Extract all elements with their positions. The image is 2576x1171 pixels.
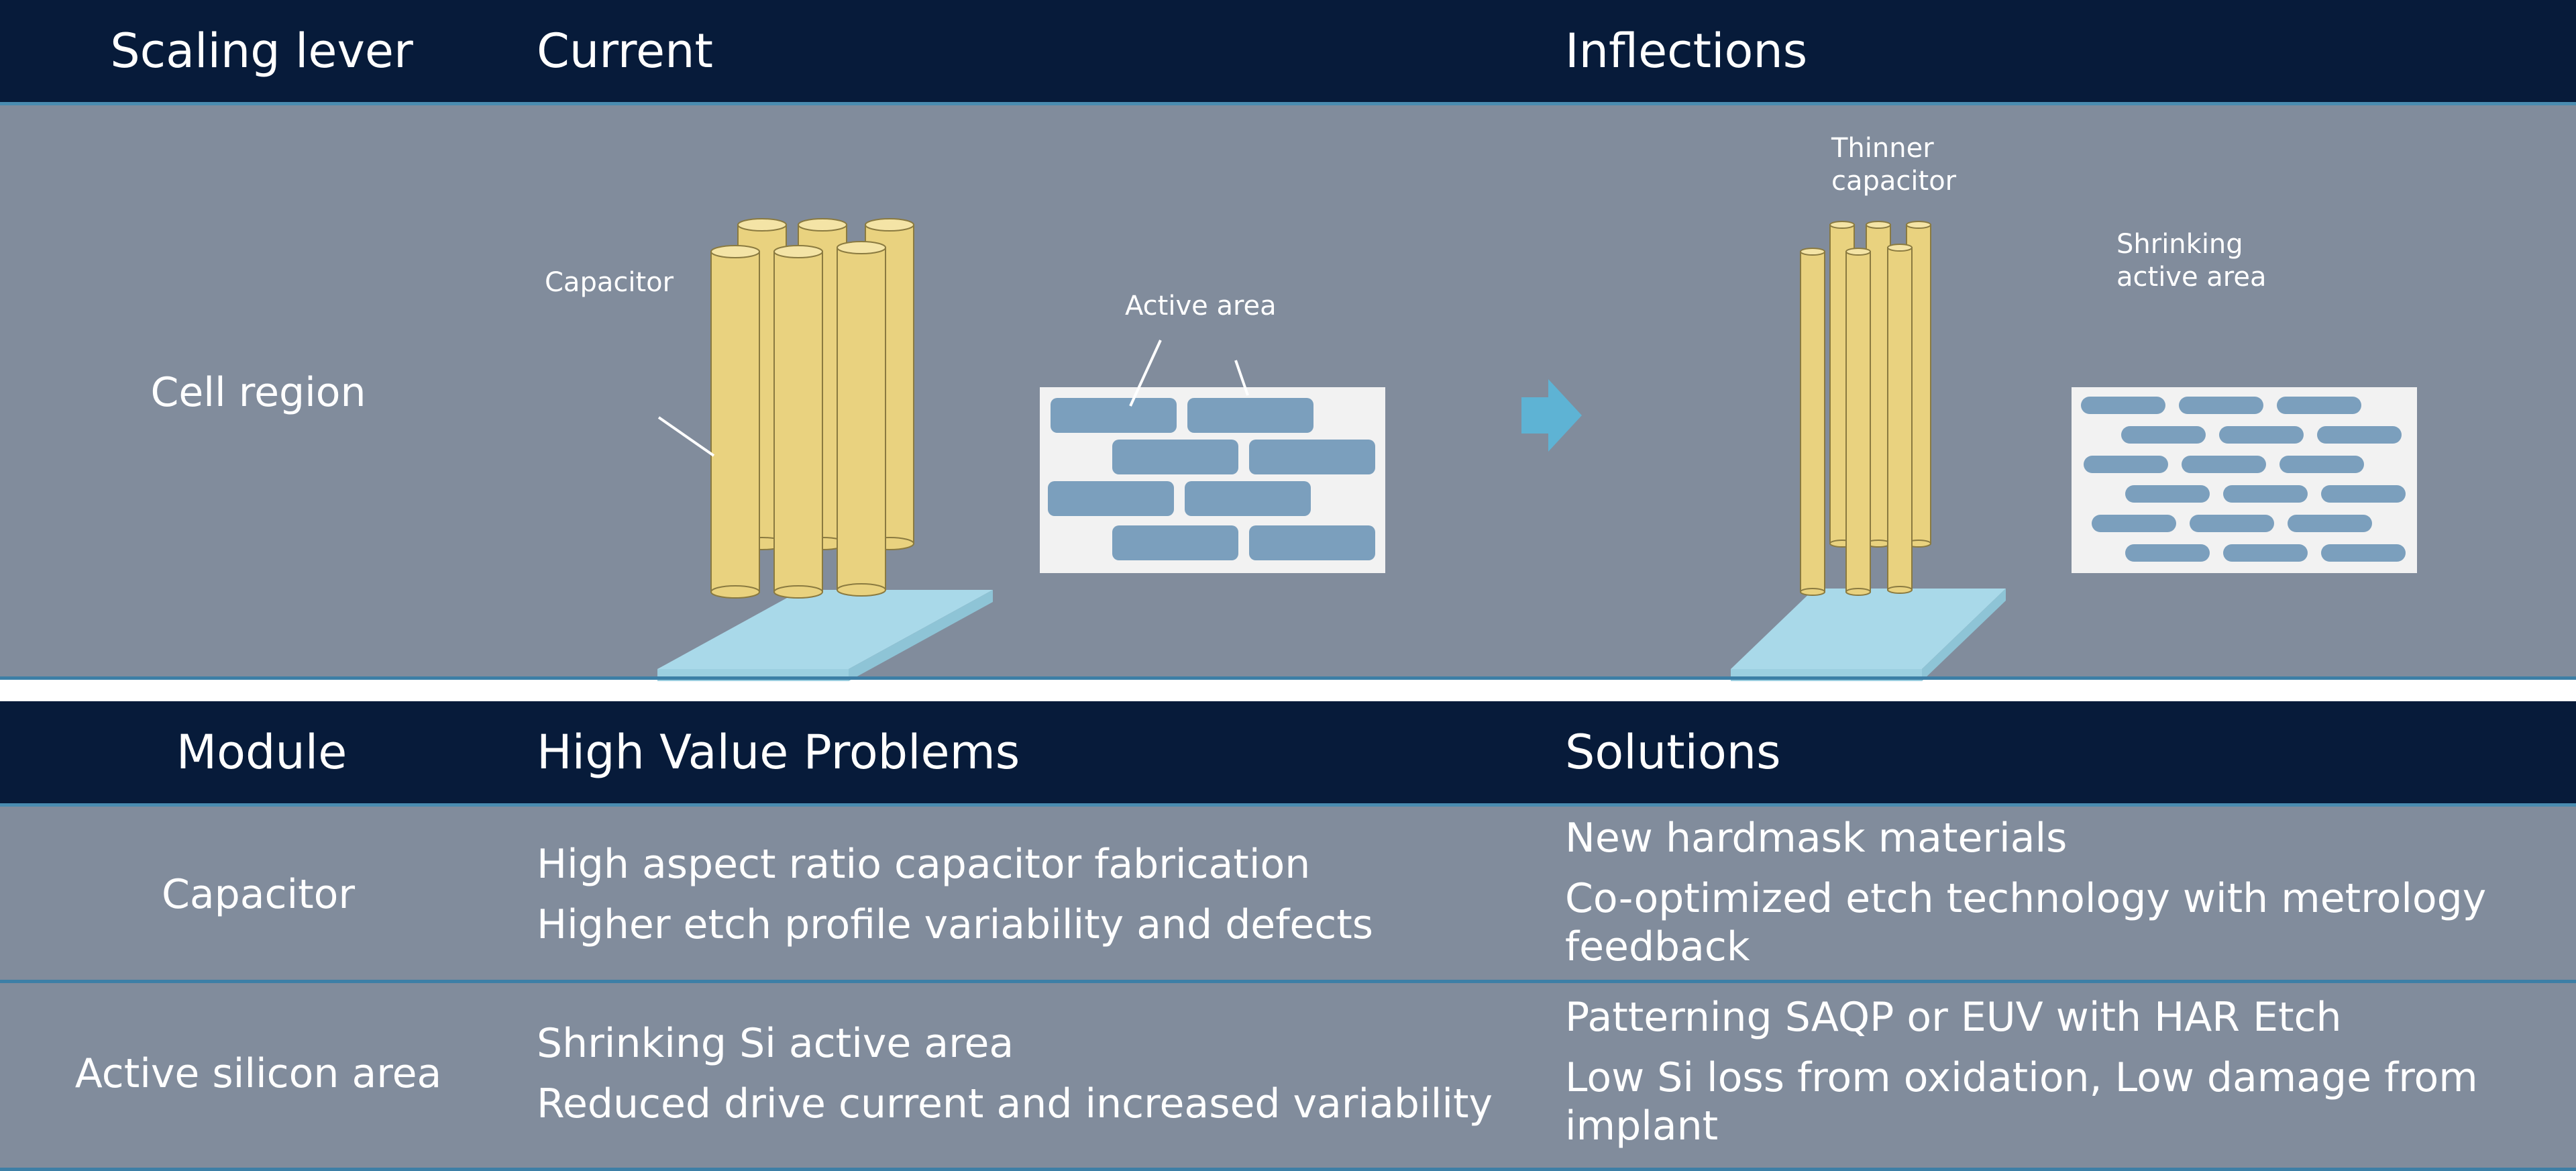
capacitor-pillar [710,245,760,599]
capacitor-pillar [1800,248,1825,596]
problem-text: Shrinking Si active area [537,1020,1014,1067]
active-area-bar [2279,456,2364,473]
module-name: Active silicon area [74,1050,442,1097]
active-area-bar [2277,397,2361,414]
problem-text: Reduced drive current and increased vari… [537,1080,1493,1127]
shrinking-active-area-label-line2: active area [2116,261,2267,293]
active-area-bar [1048,481,1174,516]
active-area-bar [2321,544,2406,562]
thinner-capacitor-label: Thinner capacitor [1831,132,1956,198]
problem-text: High aspect ratio capacitor fabrication [537,841,1311,888]
cell-region-label: Cell region [150,369,366,416]
active-area-bar [2317,426,2402,444]
active-area-bar [2219,426,2304,444]
problem-text: Higher etch profile variability and defe… [537,901,1374,948]
active-area-bars [1048,398,1375,560]
inflection-substrate-top [1731,589,2006,669]
active-area-bar [1187,398,1313,433]
active-area-bar [2081,397,2165,414]
header-inflections: Inflections [1565,23,1808,79]
active-area-bar [2182,456,2266,473]
inflection-capacitor-diagram [1731,221,2006,681]
top-header: Scaling lever Current Inflections [0,0,2576,105]
capacitor-pillar [773,245,823,599]
solution-text: feedback [1565,923,1750,970]
header-module: Module [176,725,347,780]
shrinking-active-area-label-line1: Shrinking [2116,229,2243,260]
current-substrate-top [657,590,993,669]
small-active-area-bars [2081,397,2406,562]
current-active-area-diagram [1040,340,1385,573]
active-area-bar [2321,485,2406,503]
current-active-area-label: Active area [1125,291,1277,321]
solution-text: Low Si loss from oxidation, Low damage f… [1565,1054,2478,1101]
shrinking-active-area-label: Shrinking active area [2116,228,2267,294]
active-area-bar [1249,440,1375,474]
solution-text: implant [1565,1103,1719,1150]
header-scaling-lever: Scaling lever [110,23,413,79]
active-area-bar [2125,485,2210,503]
active-area-bar [2084,456,2168,473]
capacitor-pillar [1887,244,1913,594]
active-area-bar [2092,515,2176,532]
active-area-bar [2223,544,2308,562]
current-capacitor-diagram [657,218,993,681]
thinner-capacitor-label-line1: Thinner [1831,133,1934,164]
active-area-bar [2223,485,2308,503]
module-name: Capacitor [161,871,356,918]
row-divider [0,980,2576,983]
solution-text: Co-optimized etch technology with metrol… [1565,875,2487,922]
thin-capacitor-pillars [1800,221,1931,596]
active-area-bar [1249,525,1375,560]
cell-region-divider [0,676,2576,680]
active-area-leader-line [1129,340,1162,407]
bottom-divider [0,1168,2576,1171]
active-area-bar [2121,426,2206,444]
active-area-bar [1112,440,1238,474]
active-area-bar [2179,397,2263,414]
active-area-bar [1185,481,1311,516]
thinner-capacitor-label-line2: capacitor [1831,165,1957,197]
active-area-leader-line [1234,360,1249,396]
active-area-bar [2125,544,2210,562]
arrow-icon [1521,379,1582,452]
header-solutions: Solutions [1565,725,1781,780]
inflection-active-area-diagram [2072,387,2417,573]
active-area-bar [2190,515,2274,532]
solution-text: New hardmask materials [1565,815,2068,862]
table-row: Capacitor High aspect ratio capacitor fa… [0,807,2576,980]
active-area-bar [1051,398,1177,433]
current-substrate-side [849,590,993,681]
solution-text: Patterning SAQP or EUV with HAR Etch [1565,994,2342,1041]
current-capacitor-pillars [710,218,914,599]
header-high-value-problems: High Value Problems [537,725,1020,780]
table-row: Active silicon area Shrinking Si active … [0,983,2576,1168]
cell-region-panel: Cell region Capacitor A [0,105,2576,681]
capacitor-leader-line [657,416,715,457]
bottom-header: Module High Value Problems Solutions [0,701,2576,807]
header-current: Current [537,23,713,79]
capacitor-pillar [1845,248,1871,596]
inflection-substrate-side [1922,589,2006,681]
active-area-background [2072,387,2417,573]
current-capacitor-label: Capacitor [545,267,674,298]
active-area-bar [1112,525,1238,560]
capacitor-pillar [837,241,886,597]
active-area-bar [2288,515,2372,532]
